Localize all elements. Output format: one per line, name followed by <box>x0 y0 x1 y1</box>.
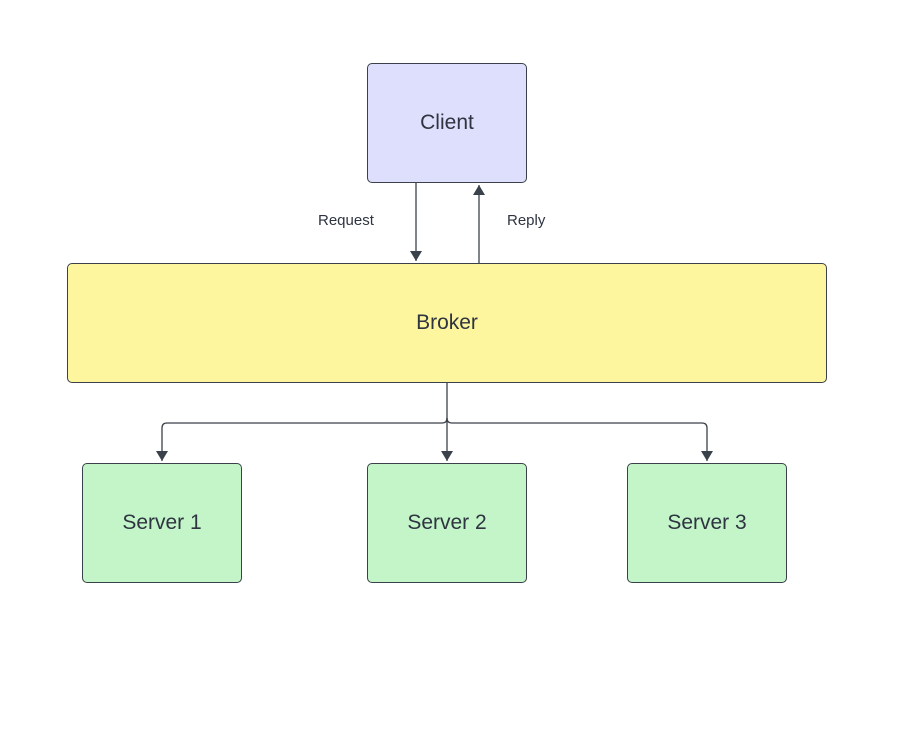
server-2-node[interactable]: Server 2 <box>367 463 527 583</box>
server-1-node[interactable]: Server 1 <box>82 463 242 583</box>
client-node-label: Client <box>420 111 474 134</box>
server-2-node-label: Server 2 <box>407 511 487 534</box>
edge-broker-server-1-arrow <box>156 417 448 461</box>
client-node[interactable]: Client <box>367 63 527 183</box>
broker-node[interactable]: Broker <box>67 263 827 383</box>
server-3-node[interactable]: Server 3 <box>627 463 787 583</box>
request-edge-label: Request <box>318 212 374 229</box>
edge-broker-server-3-arrow <box>446 417 713 461</box>
broker-node-label: Broker <box>416 311 478 334</box>
reply-edge-label: Reply <box>507 212 546 229</box>
server-1-node-label: Server 1 <box>122 511 202 534</box>
server-3-node-label: Server 3 <box>667 511 747 534</box>
